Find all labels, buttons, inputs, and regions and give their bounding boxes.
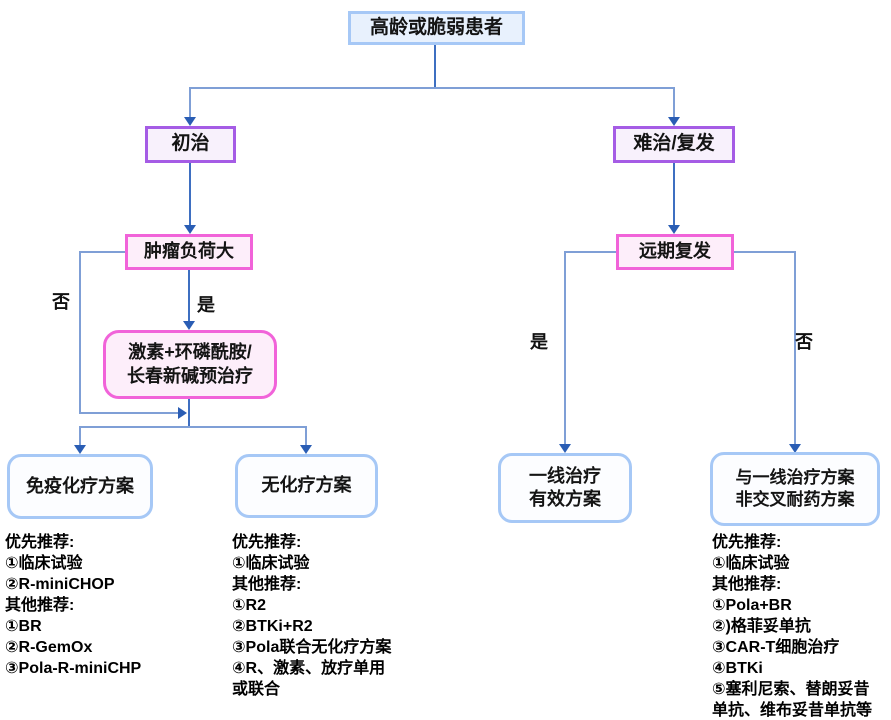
arrowhead-to-immunochemo (74, 445, 86, 454)
node-immunochemo-regimen: 免疫化疗方案 (7, 454, 153, 519)
arrowhead-to-firstline (559, 444, 571, 453)
connector-relapse-no-down (794, 251, 796, 444)
connector-drop-refractory (673, 87, 675, 117)
list-line: ②R-miniCHOP (5, 576, 115, 593)
list-line: 优先推荐: (232, 534, 302, 551)
connector-tumor-yes-stem (188, 270, 190, 321)
arrowhead-to-initial (184, 117, 196, 126)
connector-refractory-to-relapse (673, 163, 675, 225)
edge-label-relapse-no: 否 (795, 332, 813, 352)
connector-relapse-yes-down (564, 251, 566, 444)
node-chemo-free-regimen: 无化疗方案 (235, 454, 378, 518)
list-line: ①R2 (232, 597, 266, 614)
list-line: 优先推荐: (5, 534, 75, 551)
node-non-cross-resistant-regimen: 与一线治疗方案 非交叉耐药方案 (710, 452, 880, 526)
list-line: ①BR (5, 618, 42, 635)
connector-drop-chemofree (305, 426, 307, 445)
list-line: ④R、激素、放疗单用 (232, 660, 386, 677)
recommendation-list-immunochemo: 优先推荐: ①临床试验 ②R-miniCHOP 其他推荐: ①BR ②R-GemOx ③Po… (5, 532, 141, 679)
connector-relapse-no-out (734, 251, 795, 253)
list-line: ③Pola联合无化疗方案 (232, 639, 392, 656)
list-line: ②)格菲妥单抗 (712, 618, 811, 635)
list-line: 其他推荐: (5, 597, 75, 614)
connector-root-split (190, 87, 674, 89)
connector-tumor-no-down (79, 251, 81, 413)
node-tumor-burden-large: 肿瘤负荷大 (125, 234, 253, 270)
arrowhead-tumor-no-join (178, 407, 187, 419)
arrowhead-to-chemofree (300, 445, 312, 454)
list-line: ③CAR-T细胞治疗 (712, 639, 840, 656)
list-line: ⑤塞利尼索、替朗妥昔 (712, 681, 870, 698)
arrowhead-to-pretreatment (183, 321, 195, 330)
connector-tumor-no-out (80, 251, 125, 253)
arrowhead-to-tumor (184, 225, 196, 234)
list-line: ④BTKi (712, 660, 763, 677)
node-late-relapse: 远期复发 (616, 234, 734, 270)
connector-root-stem (434, 45, 436, 87)
connector-relapse-yes-out (565, 251, 616, 253)
connector-pretreatment-stem (188, 399, 190, 427)
connector-left-outcome-split (79, 426, 307, 428)
list-line: 优先推荐: (712, 534, 782, 551)
connector-drop-immunochemo (79, 426, 81, 445)
list-line: ②R-GemOx (5, 639, 93, 656)
arrowhead-to-relapse (668, 225, 680, 234)
connector-initial-to-tumor (189, 163, 191, 225)
list-line: ②BTKi+R2 (232, 618, 313, 635)
node-refractory-relapse: 难治/复发 (613, 126, 735, 163)
connector-drop-initial (189, 87, 191, 117)
arrowhead-to-noncross (789, 444, 801, 453)
node-first-line-effective-regimen: 一线治疗 有效方案 (498, 453, 632, 523)
connector-tumor-no-return (79, 412, 178, 414)
node-elderly-frail-patients: 高龄或脆弱患者 (348, 11, 525, 45)
edge-label-relapse-yes: 是 (530, 332, 548, 352)
list-line: 其他推荐: (232, 576, 302, 593)
list-line: 单抗、维布妥昔单抗等 (712, 702, 873, 719)
list-line: 或联合 (232, 681, 281, 698)
node-pretreatment: 激素+环磷酰胺/ 长春新碱预治疗 (103, 330, 277, 399)
edge-label-tumor-yes: 是 (197, 295, 215, 315)
node-initial-treatment: 初治 (145, 126, 236, 163)
recommendation-list-chemo-free: 优先推荐: ①临床试验其他推荐: ①R2 ②BTKi+R2 ③Pola联合无化疗方案 ④R… (232, 532, 391, 700)
list-line: ①Pola+BR (712, 597, 792, 614)
edge-label-tumor-no: 否 (52, 292, 70, 312)
list-line: ①临床试验 (5, 555, 83, 572)
list-line: ③Pola-R-miniCHP (5, 660, 142, 677)
recommendation-list-non-cross-resistant: 优先推荐: ①临床试验其他推荐: ①Pola+BR ②)格菲妥单抗 ③CAR-T细胞治疗… (712, 532, 872, 720)
list-line: ①临床试验 (712, 555, 790, 572)
arrowhead-to-refractory (668, 117, 680, 126)
list-line: ①临床试验 (232, 555, 310, 572)
list-line: 其他推荐: (712, 576, 782, 593)
